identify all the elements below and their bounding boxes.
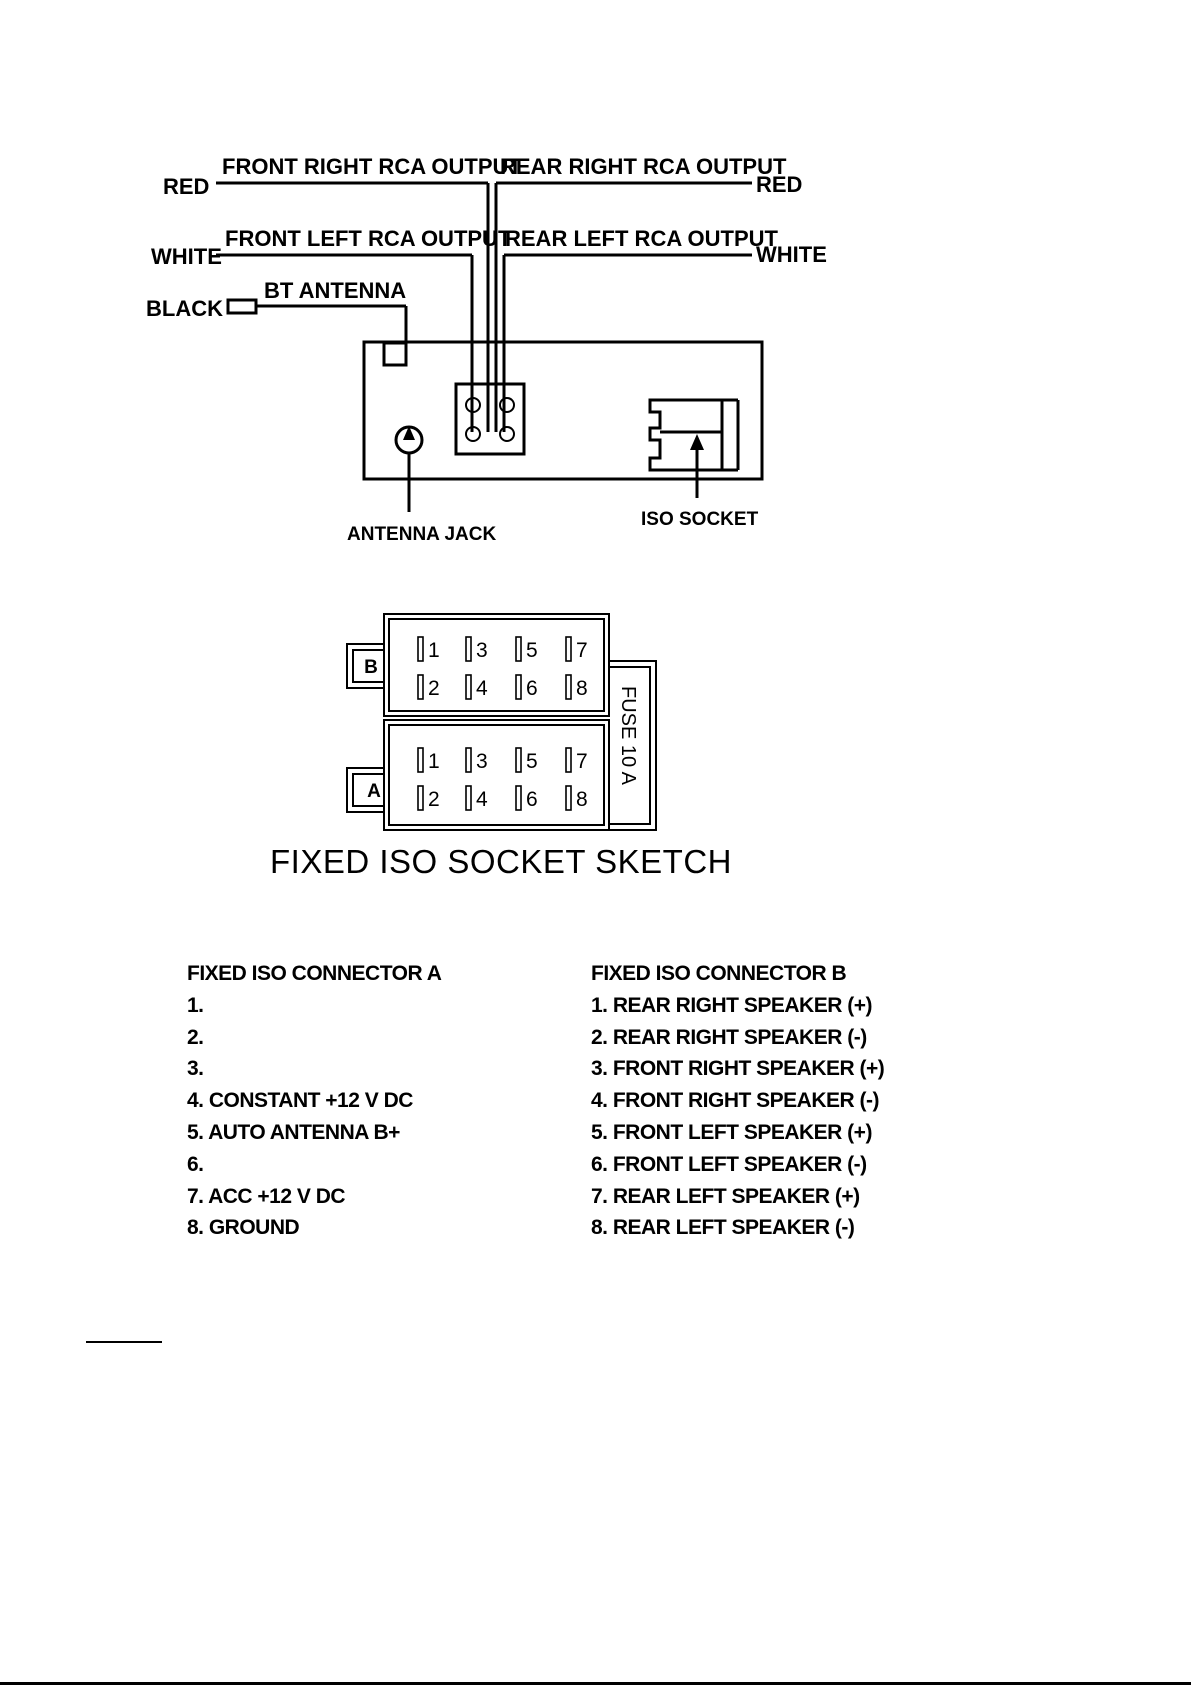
note-underline: [86, 1341, 162, 1343]
connector-b-pin-3: 3. FRONT RIGHT SPEAKER (+): [591, 1057, 885, 1081]
connector-b-pin-7: 7. REAR LEFT SPEAKER (+): [591, 1184, 860, 1208]
b-pin-2-slot: [417, 674, 424, 700]
connector-a-tab-inner: [352, 773, 384, 807]
b-pin-6-slot: [515, 674, 522, 700]
connector-b-pin-8: 8. REAR LEFT SPEAKER (-): [591, 1216, 855, 1240]
a-pin-4-slot: [465, 785, 472, 811]
head-unit-rear-panel: [362, 340, 764, 481]
b-pin-8-slot: [565, 674, 572, 700]
connector-a-pin-1: 1.: [187, 993, 204, 1017]
rear-left-rca-label: REAR LEFT RCA OUTPUT: [505, 226, 779, 251]
page-bottom-rule: [0, 1682, 1191, 1685]
rca-jack-4: [499, 426, 515, 442]
b-pin-5: 5: [526, 639, 538, 662]
rear-right-rca-label: REAR RIGHT RCA OUTPUT: [500, 154, 787, 179]
a-pin-6-slot: [515, 785, 522, 811]
iso-socket-label: ISO SOCKET: [641, 509, 759, 530]
connector-b-block: [383, 613, 610, 717]
iso-socket-arrow: [690, 434, 704, 450]
rca-jack-3: [465, 426, 481, 442]
connector-a-pin-2: 2.: [187, 1025, 204, 1049]
connector-a-tab: [346, 767, 384, 813]
b-pin-4: 4: [476, 677, 488, 700]
b-pin-5-slot: [515, 636, 522, 662]
rca-jack-2: [499, 397, 515, 413]
a-pin-5: 5: [526, 750, 538, 773]
a-pin-2: 2: [428, 788, 440, 811]
connector-a-pin-8: 8. GROUND: [187, 1216, 300, 1240]
connector-b-pin-2: 2. REAR RIGHT SPEAKER (-): [591, 1025, 867, 1049]
a-pin-7-slot: [565, 747, 572, 773]
wiring-diagram: FRONT RIGHT RCA OUTPUT REAR RIGHT RCA OU…: [146, 154, 827, 545]
front-right-rca-label: FRONT RIGHT RCA OUTPUT: [222, 154, 522, 179]
connector-b-pin-5: 5. FRONT LEFT SPEAKER (+): [591, 1120, 872, 1144]
rca-jack-block: [454, 382, 526, 456]
connector-a-pin-6: 6.: [187, 1152, 204, 1176]
a-pin-4: 4: [476, 788, 488, 811]
black-label: BLACK: [146, 296, 223, 321]
b-pin-1: 1: [428, 639, 440, 662]
a-pin-7: 7: [576, 750, 588, 773]
b-pin-8: 8: [576, 677, 588, 700]
a-pin-5-slot: [515, 747, 522, 773]
iso-socket-sketch: 1 3 5 7 2 4 6 8 1 3 5 7 2 4 6 8 B A FUSE…: [346, 613, 657, 831]
antenna-jack-label: ANTENNA JACK: [347, 524, 496, 545]
connector-b-title: FIXED ISO CONNECTOR B: [591, 962, 847, 985]
a-pin-8-slot: [565, 785, 572, 811]
pin-slots: [417, 636, 572, 811]
connector-b-tab-inner: [352, 649, 384, 683]
connector-a-inner: [388, 724, 605, 826]
fuse-holder-inner: [609, 666, 651, 825]
connector-a-letter: A: [367, 781, 381, 802]
bt-antenna-label: BT ANTENNA: [264, 278, 406, 303]
rca-jack-1: [465, 397, 481, 413]
red-right-label: RED: [756, 172, 802, 197]
connector-b-inner: [388, 618, 605, 712]
b-pin-4-slot: [465, 674, 472, 700]
a-pin-8: 8: [576, 788, 588, 811]
white-left-label: WHITE: [151, 244, 222, 269]
iso-sketch-title: FIXED ISO SOCKET SKETCH: [270, 843, 732, 880]
a-pin-3: 3: [476, 750, 488, 773]
connector-a-pin-3: 3.: [187, 1057, 204, 1081]
a-pin-3-slot: [465, 747, 472, 773]
connector-a-pin-5: 5. AUTO ANTENNA B+: [187, 1120, 400, 1144]
b-pin-2: 2: [428, 677, 440, 700]
white-right-label: WHITE: [756, 242, 827, 267]
b-pin-7: 7: [576, 639, 588, 662]
connector-b-pin-4: 4. FRONT RIGHT SPEAKER (-): [591, 1089, 880, 1113]
a-pin-2-slot: [417, 785, 424, 811]
connector-b-tab: [346, 643, 384, 689]
connector-b-pin-6: 6. FRONT LEFT SPEAKER (-): [591, 1152, 867, 1176]
connector-a-title: FIXED ISO CONNECTOR A: [187, 962, 442, 985]
antenna-jack-arrow: [403, 426, 415, 440]
b-pin-7-slot: [565, 636, 572, 662]
front-left-rca-label: FRONT LEFT RCA OUTPUT: [225, 226, 512, 251]
b-pin-1-slot: [417, 636, 424, 662]
connector-a-pin-7: 7. ACC +12 V DC: [187, 1184, 346, 1208]
connector-a-list: FIXED ISO CONNECTOR A 1. 2. 3. 4. CONSTA…: [187, 958, 442, 1244]
connector-b-list: FIXED ISO CONNECTOR B 1. REAR RIGHT SPEA…: [591, 958, 885, 1244]
a-pin-1-slot: [417, 747, 424, 773]
b-pin-3: 3: [476, 639, 488, 662]
connector-b-letter: B: [364, 657, 378, 678]
a-pin-1: 1: [428, 750, 440, 773]
connector-a-pin-4: 4. CONSTANT +12 V DC: [187, 1089, 413, 1113]
b-pin-6: 6: [526, 677, 538, 700]
connector-a-block: [383, 719, 610, 831]
red-left-label: RED: [163, 174, 209, 199]
connector-b-pin-1: 1. REAR RIGHT SPEAKER (+): [591, 993, 872, 1017]
pin-numbers: 1 3 5 7 2 4 6 8 1 3 5 7 2 4 6 8: [428, 639, 588, 811]
fuse-label: FUSE 10 A: [617, 686, 639, 786]
b-pin-3-slot: [465, 636, 472, 662]
fuse-holder: [609, 660, 657, 831]
a-pin-6: 6: [526, 788, 538, 811]
